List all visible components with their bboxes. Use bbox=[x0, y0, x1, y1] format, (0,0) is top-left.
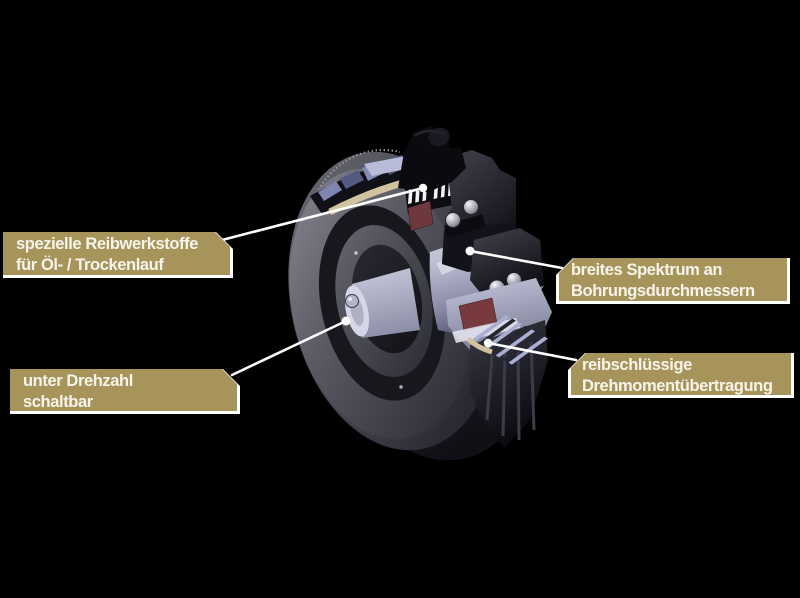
leader-dot-friction-materials bbox=[418, 183, 428, 193]
callout-text: unter Drehzahl bbox=[23, 372, 133, 390]
ball-bearing-upper bbox=[463, 199, 479, 215]
leader-dot-switchable bbox=[341, 316, 351, 326]
ball-bearing-upper bbox=[445, 212, 461, 228]
leader-line-friction-torque bbox=[486, 341, 578, 362]
callout-bore-diameters: breites Spektrum an Bohrungsdurchmessern bbox=[556, 258, 790, 304]
leader-dots bbox=[341, 183, 493, 348]
callout-text: spezielle Reibwerkstoffe bbox=[16, 235, 199, 253]
lever-pivot-cylinder bbox=[428, 127, 450, 147]
callout-friction-materials: spezielle Reibwerkstoffe für Öl- / Trock… bbox=[3, 232, 233, 278]
lever-highlight bbox=[413, 129, 445, 138]
callout-friction-torque: reibschlüssige Drehmomentübertragung bbox=[568, 353, 794, 398]
shaft-pin bbox=[345, 294, 359, 308]
callout-text: für Öl- / Trockenlauf bbox=[16, 255, 164, 274]
callout-box: breites Spektrum an Bohrungsdurchmessern bbox=[559, 258, 787, 301]
leader-line-friction-materials bbox=[220, 186, 425, 242]
cut-surface-beige-lower bbox=[466, 337, 493, 355]
leader-lines bbox=[220, 186, 578, 377]
callout-switchable-under-speed: unter Drehzahl schaltbar bbox=[10, 369, 240, 414]
friction-pad-upper bbox=[407, 200, 434, 232]
leader-line-switchable bbox=[230, 319, 348, 377]
bearing-seat-upper bbox=[444, 214, 486, 238]
lower-bearing-assembly bbox=[446, 228, 552, 448]
callout-text: schaltbar bbox=[23, 392, 93, 411]
callout-box: reibschlüssige Drehmomentübertragung bbox=[571, 353, 791, 395]
leader-dot-bore-diameters bbox=[465, 246, 475, 256]
callout-text: breites Spektrum an bbox=[571, 261, 723, 279]
leader-dot-friction-torque bbox=[483, 338, 493, 348]
callout-text: reibschlüssige bbox=[582, 356, 692, 374]
callout-text: Drehmomentübertragung bbox=[582, 376, 773, 395]
callout-box: unter Drehzahl schaltbar bbox=[10, 369, 237, 411]
actuation-lever bbox=[398, 126, 466, 192]
hub-screw-dot bbox=[354, 251, 358, 255]
shaft-pin-highlight bbox=[348, 297, 352, 301]
callout-text: Bohrungsdurchmessern bbox=[571, 281, 755, 300]
callout-box: spezielle Reibwerkstoffe für Öl- / Trock… bbox=[3, 232, 230, 275]
hub-screw-dot bbox=[399, 385, 403, 389]
leader-line-bore-diameters bbox=[468, 249, 564, 270]
